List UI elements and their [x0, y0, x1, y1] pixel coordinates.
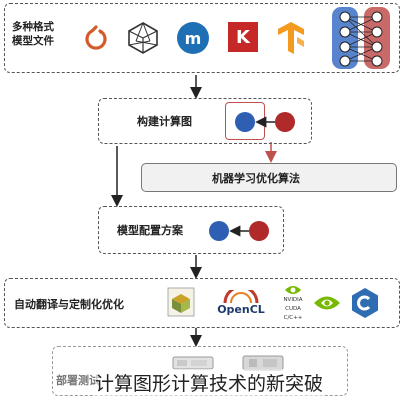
nvidia-eye-icon [312, 290, 342, 316]
tvm-cube-icon [165, 285, 197, 319]
red-node [249, 221, 269, 241]
cpp-icon [348, 286, 382, 320]
build-graph-label: 构建计算图 [137, 115, 192, 128]
model-config-box [98, 206, 284, 254]
ml-optimization-box [141, 163, 397, 192]
model-config-label: 模型配置方案 [117, 224, 183, 237]
polyhedron-icon [125, 20, 161, 56]
keras-icon: K [228, 22, 258, 52]
red-node [275, 112, 295, 132]
auto-translate-box [4, 278, 400, 328]
neural-network-icon [330, 5, 392, 71]
ml-optimization-label: 机器学习优化算法 [212, 172, 300, 185]
pytorch-icon [80, 22, 112, 54]
build-graph-box [98, 98, 312, 144]
board-icon [240, 352, 286, 374]
blue-node [235, 112, 255, 132]
deploy-test-label: 部署测试 [56, 374, 100, 387]
framework-label: 多种格式 模型文件 [12, 21, 54, 47]
framework-box [4, 3, 400, 73]
m-logo-icon: m [177, 22, 209, 54]
tensorflow-icon [275, 20, 307, 56]
caption-overlay: 计算图形计算技术的新突破 [95, 369, 324, 396]
auto-translate-label: 自动翻译与定制化优化 [14, 298, 124, 311]
opencl-icon: OpenCL [212, 286, 270, 320]
blue-node [209, 221, 229, 241]
nvidia-cuda-icon: NVIDIA CUDA C/C++ [276, 282, 310, 324]
